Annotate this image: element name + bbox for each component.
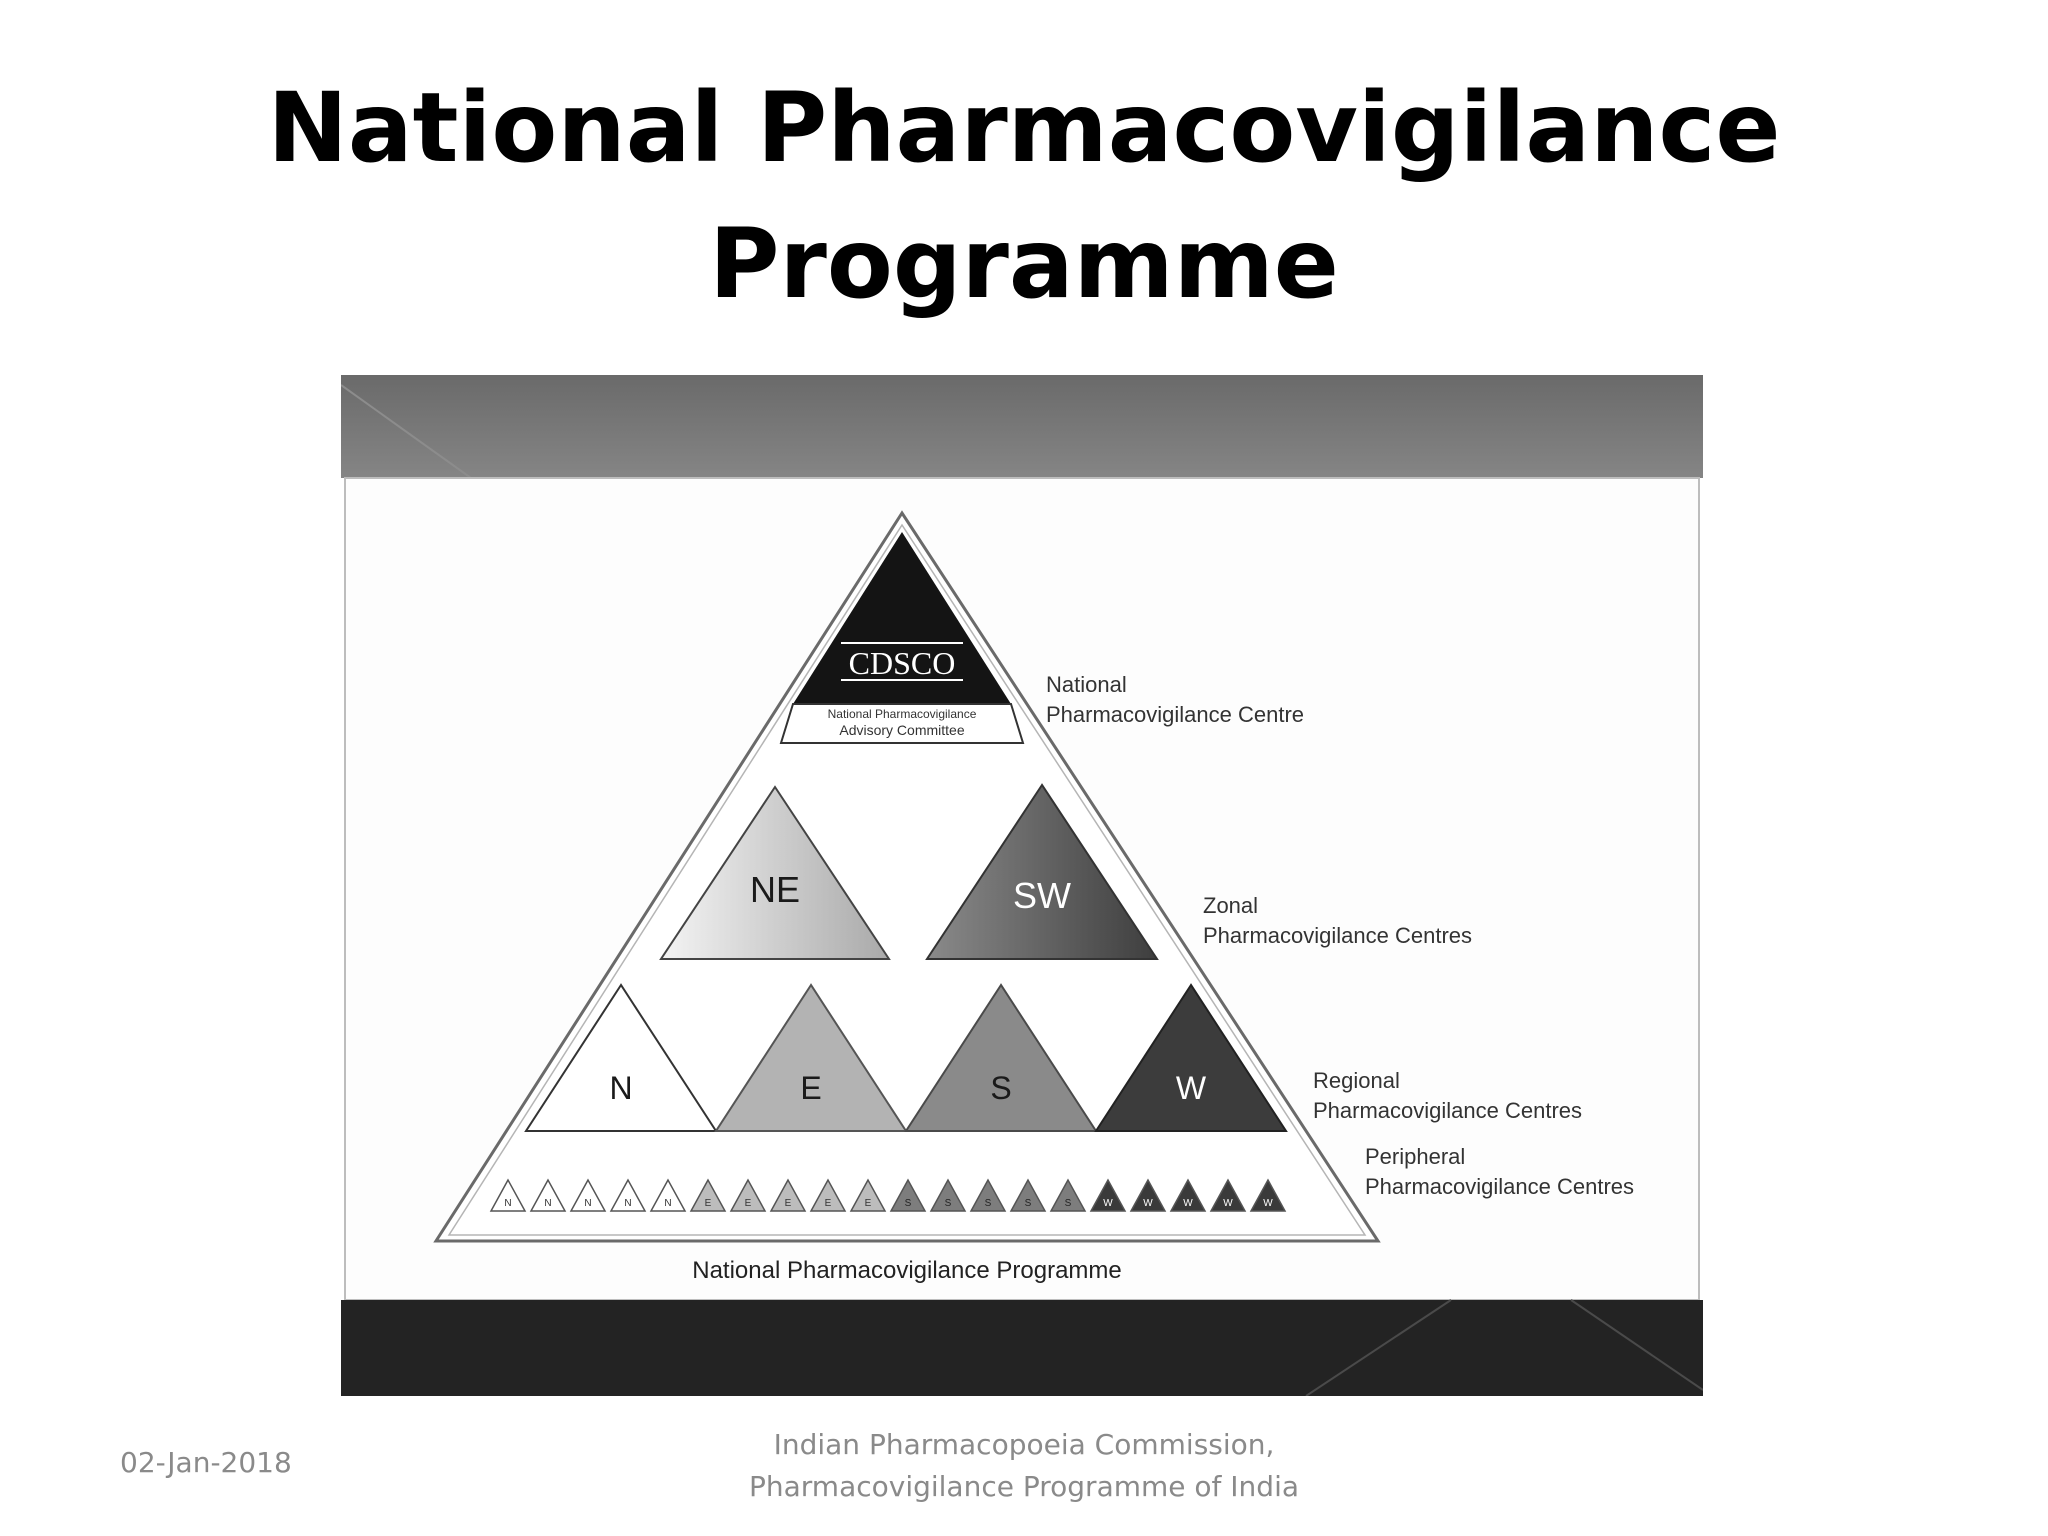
peripheral-centre-triangle [889, 1178, 927, 1212]
regional-centre-n-label: N [609, 1070, 632, 1106]
zonal-centre-ne-triangle [659, 785, 891, 960]
peripheral-centre-label: E [825, 1198, 832, 1209]
regional-level-label-line-2: Pharmacovigilance Centres [1313, 1098, 1582, 1123]
slide-title-line-1: National Pharmacovigilance [267, 72, 1781, 184]
peripheral-centre-label: W [1183, 1198, 1193, 1209]
regional-centre-e-label: E [800, 1070, 821, 1106]
slide-title-line-2: Programme [709, 208, 1339, 320]
zonal-centre-sw-triangle [925, 783, 1159, 960]
footer-organization-line-1: Indian Pharmacopoeia Commission, [773, 1428, 1275, 1461]
zonal-centre-ne-label: NE [750, 869, 800, 910]
zonal-level-label-line-2: Pharmacovigilance Centres [1203, 923, 1472, 948]
peripheral-centre-triangle [689, 1178, 727, 1212]
zonal-level-label-line-1: Zonal [1203, 893, 1258, 918]
peripheral-centre-label: N [664, 1198, 671, 1209]
top-band-diagonal [341, 384, 472, 479]
peripheral-centre-triangle [969, 1178, 1007, 1212]
peripheral-level-label-line-2: Pharmacovigilance Centres [1365, 1174, 1634, 1199]
regional-centre-w-label: W [1176, 1070, 1207, 1106]
advisory-committee-line-1: National Pharmacovigilance [828, 707, 977, 721]
peripheral-centre-triangle [529, 1178, 567, 1212]
bottom-band [341, 1300, 1703, 1396]
peripheral-centre-triangle [769, 1178, 807, 1212]
cdsco-logo-text: CDSCO [849, 645, 956, 681]
cdsco-logo: CDSCO [841, 642, 963, 681]
peripheral-centre-label: N [624, 1198, 631, 1209]
pyramid-figure: CDSCO National Pharmacovigilance Advisor… [341, 375, 1703, 1396]
peripheral-centre-label: S [905, 1198, 912, 1209]
bottom-band-diagonal-2 [1570, 1299, 1703, 1391]
regional-centre-s-triangle [904, 983, 1098, 1132]
regional-centre-w-triangle [1094, 983, 1288, 1132]
pyramid-diagram: CDSCO National Pharmacovigilance Advisor… [341, 375, 1703, 1396]
peripheral-centre-triangle [1209, 1178, 1247, 1212]
advisory-committee-line-2: Advisory Committee [839, 722, 964, 738]
zonal-centre-sw-label: SW [1013, 875, 1071, 916]
peripheral-centre-triangle [929, 1178, 967, 1212]
peripheral-centre-label: S [1065, 1198, 1072, 1209]
advisory-committee-box [779, 703, 1025, 744]
peripheral-centre-triangle [569, 1178, 607, 1212]
peripheral-centre-label: E [745, 1198, 752, 1209]
peripheral-level-label-line-1: Peripheral [1365, 1144, 1465, 1169]
regional-centre-e-triangle [714, 983, 908, 1132]
peripheral-centre-label: W [1223, 1198, 1233, 1209]
peripheral-centre-label: N [504, 1198, 511, 1209]
peripheral-centre-triangle [649, 1178, 687, 1212]
peripheral-centre-label: E [785, 1198, 792, 1209]
peripheral-centre-label: E [705, 1198, 712, 1209]
peripheral-centre-label: W [1143, 1198, 1153, 1209]
regional-level-label-line-1: Regional [1313, 1068, 1400, 1093]
outer-pyramid-inner-edge [447, 523, 1367, 1236]
footer-organization-line-2: Pharmacovigilance Programme of India [748, 1470, 1300, 1503]
national-level-label-line-1: National [1046, 672, 1127, 697]
peripheral-centre-triangle [1129, 1178, 1167, 1212]
peripheral-centre-triangle [849, 1178, 887, 1212]
peripheral-centre-triangle [1009, 1178, 1047, 1212]
peripheral-centre-label: W [1263, 1198, 1273, 1209]
regional-centre-n-triangle [524, 983, 718, 1132]
peripheral-centre-triangle [809, 1178, 847, 1212]
peripheral-centre-triangle [729, 1178, 767, 1212]
national-centre-triangle [793, 532, 1011, 704]
footer-organization: Indian Pharmacopoeia Commission, Pharmac… [624, 1424, 1424, 1508]
regional-centre-s-label: S [990, 1070, 1011, 1106]
national-level-label-line-2: Pharmacovigilance Centre [1046, 702, 1304, 727]
peripheral-centre-triangle [1049, 1178, 1087, 1212]
diagram-caption: National Pharmacovigilance Programme [692, 1257, 1122, 1284]
peripheral-centre-label: W [1103, 1198, 1113, 1209]
peripheral-centre-triangle [489, 1178, 527, 1212]
peripheral-centre-label: E [865, 1198, 872, 1209]
peripheral-centre-label: N [584, 1198, 591, 1209]
peripheral-centre-triangle [609, 1178, 647, 1212]
peripheral-centre-label: S [985, 1198, 992, 1209]
peripheral-centre-triangle [1169, 1178, 1207, 1212]
bottom-band-diagonal-1 [1305, 1299, 1452, 1396]
peripheral-centre-label: S [945, 1198, 952, 1209]
footer-date: 02-Jan-2018 [120, 1446, 292, 1479]
peripheral-centre-triangle [1089, 1178, 1127, 1212]
slide-title: National Pharmacovigilance Programme [200, 60, 1848, 332]
top-band [341, 375, 1703, 478]
peripheral-centre-label: S [1025, 1198, 1032, 1209]
peripheral-centre-label: N [544, 1198, 551, 1209]
peripheral-centre-triangle [1249, 1178, 1287, 1212]
